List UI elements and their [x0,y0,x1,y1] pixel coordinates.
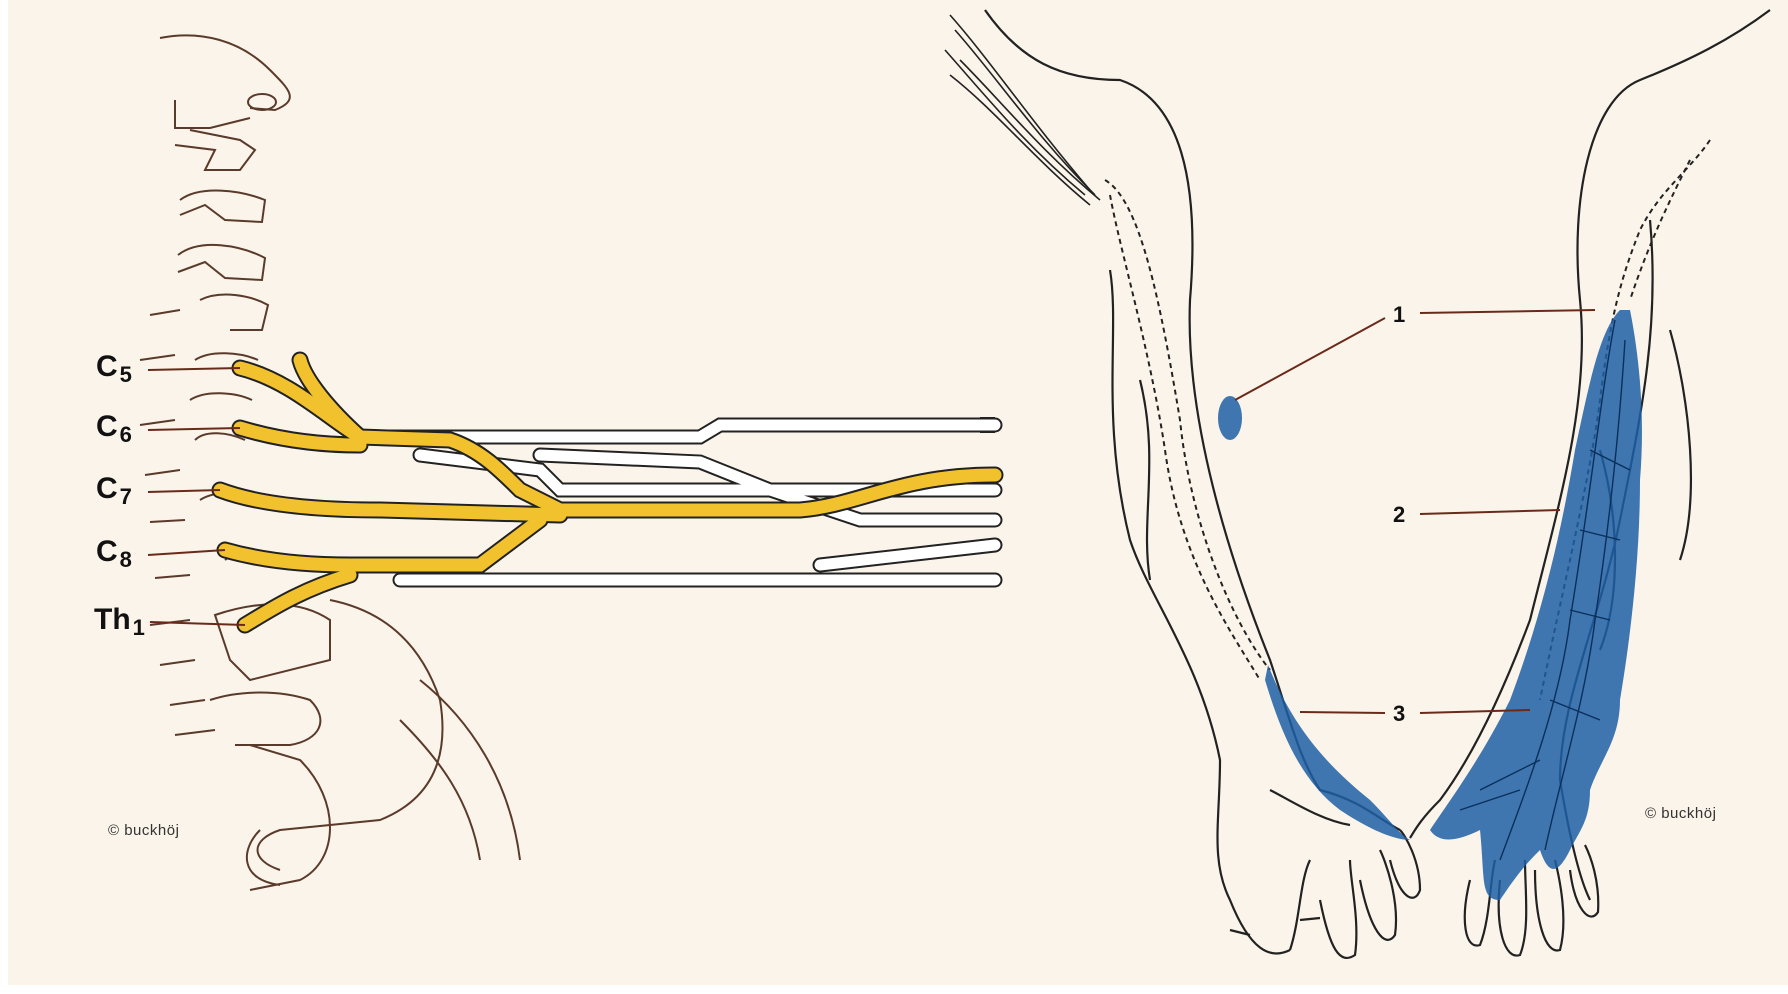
root-label-c6: C6 [96,410,132,448]
callout-3: 3 [1393,701,1405,727]
callout-1: 1 [1393,302,1405,328]
credit-right: © buckhöj [1645,805,1716,822]
root-label-c5: C5 [96,350,132,388]
root-label-th1: Th1 [94,603,145,641]
credit-left: © buckhöj [108,822,179,839]
callout-2: 2 [1393,502,1405,528]
root-label-c7: C7 [96,472,132,510]
root-label-c8: C8 [96,535,132,573]
